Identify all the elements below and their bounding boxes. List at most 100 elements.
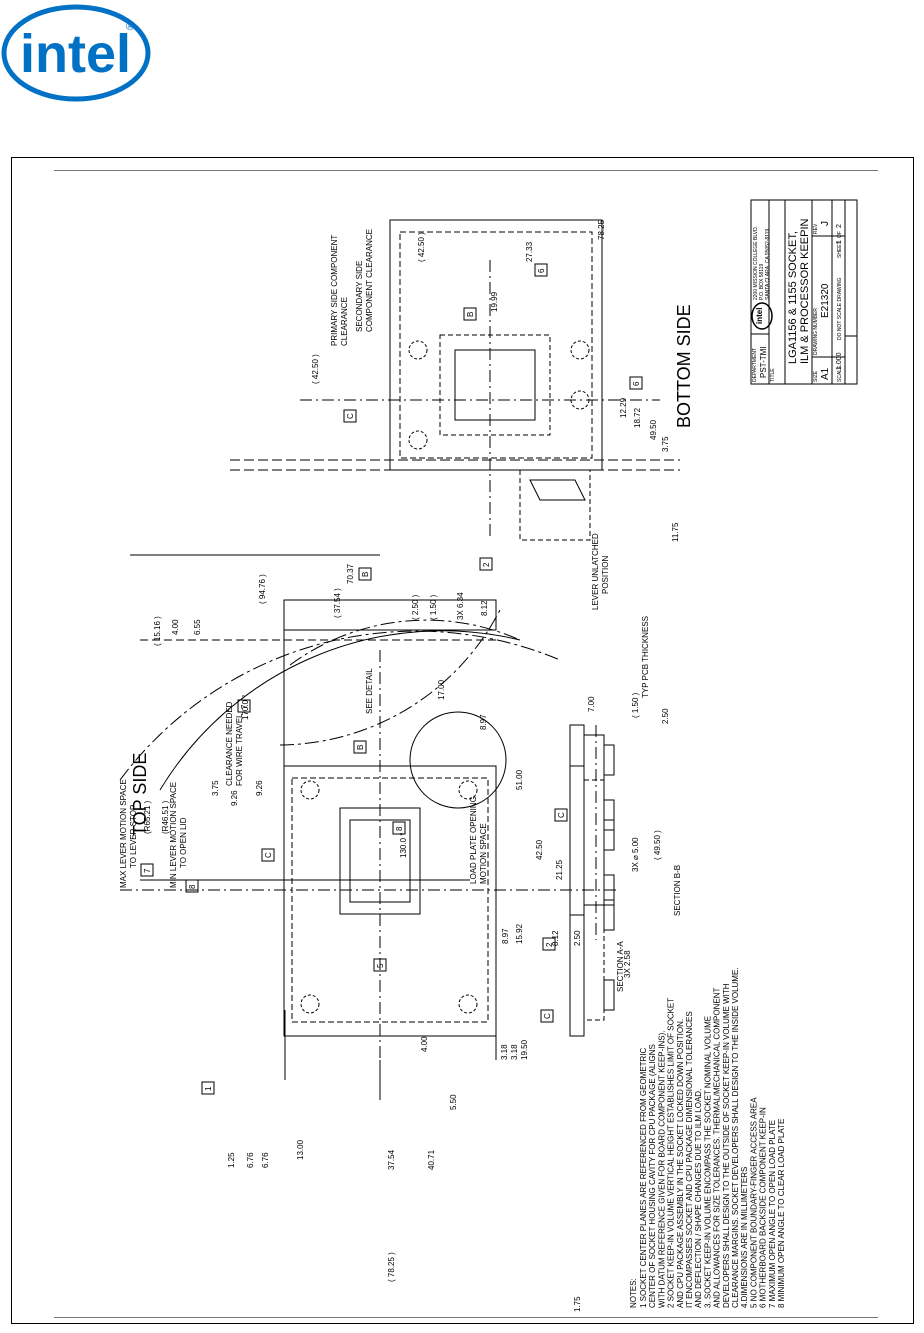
bottom-hole-2 bbox=[408, 430, 428, 450]
bot-dim-12-29: 12.29 bbox=[619, 397, 628, 418]
label-load-plate: LOAD PLATE OPENING bbox=[469, 796, 478, 884]
note-line: 2 SOCKET KEEP-IN VOLUME VERTICAL HEIGHT … bbox=[667, 998, 676, 1308]
dim-6-76-b: 6.76 bbox=[261, 1152, 270, 1168]
tb-department: PST-TMI bbox=[759, 346, 768, 378]
bot-dim-11-75: 11.75 bbox=[671, 522, 680, 542]
callout-label: 7 bbox=[143, 868, 152, 873]
dim-8-97-b: 8.97 bbox=[479, 714, 488, 730]
tb-title-label: TITLE bbox=[770, 368, 776, 382]
tb-intel-logo: intel bbox=[755, 308, 764, 324]
dim-6-76-a: 6.76 bbox=[246, 1152, 255, 1168]
dim-2-50: ( 2.50 ) bbox=[411, 594, 420, 620]
bot-dim-78-25: 78.25 bbox=[597, 219, 606, 240]
bot-dim-42-50-b: ( 42.50 ) bbox=[417, 232, 426, 262]
drawing-frame bbox=[11, 157, 914, 1324]
label-see-detail: SEE DETAIL bbox=[365, 668, 374, 714]
label-min-lever: MIN LEVER MOTION SPACE bbox=[169, 782, 178, 888]
tb-address-3: SANTA CLARA, CA 95052-8119 bbox=[765, 229, 771, 300]
label-position: POSITION bbox=[601, 556, 610, 594]
callout-label: B bbox=[466, 312, 475, 317]
sec-dim-3x-2-58: 3X 2.58 bbox=[623, 950, 632, 978]
dim-37-54: 37.54 bbox=[387, 1149, 396, 1170]
dim-78-25: ( 78.25 ) bbox=[387, 1252, 396, 1282]
callout-box bbox=[343, 409, 357, 423]
sec-dim-7-00: 7.00 bbox=[587, 696, 596, 712]
note-line: CLEARANCE MARGINS. SOCKET DEVELOPERS SHA… bbox=[731, 967, 740, 1308]
dim-17-00: 17.00 bbox=[437, 679, 446, 700]
dim-51-00: 51.00 bbox=[515, 769, 524, 790]
label-lever-unlatched: LEVER UNLATCHED bbox=[591, 533, 600, 610]
lid-arc bbox=[159, 630, 521, 791]
section-aa-pcb bbox=[569, 765, 585, 1037]
dim-4-00: 4.00 bbox=[420, 1036, 429, 1052]
note-line: 8 MINIMUM OPEN ANGLE TO CLEAR LOAD PLATE bbox=[777, 1119, 786, 1308]
dim-4-00-b: 4.00 bbox=[171, 619, 180, 635]
socket-outline bbox=[283, 765, 497, 1037]
dim-40-71: 40.71 bbox=[427, 1149, 436, 1170]
dim-6-55: 6.55 bbox=[193, 619, 202, 635]
tb-sheets: 2 bbox=[836, 224, 843, 228]
label-typ-pcb: TYP PCB THICKNESS bbox=[641, 616, 650, 698]
tb-size: A1 bbox=[820, 367, 831, 380]
mount-hole-4 bbox=[458, 994, 478, 1014]
tb-address-1: 2200 MISSION COLLEGE BLVD. bbox=[753, 226, 759, 300]
section-bb-feat-3 bbox=[603, 874, 615, 906]
dim-170-deg: 170.0 ° bbox=[241, 695, 250, 720]
label-section-bb: SECTION B-B bbox=[673, 865, 682, 916]
logo-registered-mark: ® bbox=[126, 21, 134, 33]
callout-box bbox=[392, 821, 406, 835]
dim-3x-6-34: 3X 6.34 bbox=[456, 592, 465, 620]
dim-3-18-a: 3.18 bbox=[500, 1044, 509, 1060]
notes-list: 1 SOCKET CENTER PLANES ARE REFERENCED FR… bbox=[639, 967, 786, 1308]
callout-label: C bbox=[543, 1013, 552, 1019]
mount-hole-1 bbox=[300, 780, 320, 800]
label-to-lever-stop: TO LEVER STOP bbox=[129, 805, 138, 868]
dim-9-26-b: 9.26 bbox=[255, 780, 264, 796]
max-lever-arc bbox=[289, 619, 521, 666]
note-line: DEVELOPERS SHALL DESIGN TO THE OUTSIDE O… bbox=[722, 983, 731, 1308]
label-secondary-side: SECONDARY SIDE bbox=[355, 261, 364, 332]
callout-label: 8 bbox=[395, 826, 404, 831]
dim-19-50: 19.50 bbox=[520, 1039, 529, 1060]
label-secondary-clearance: COMPONENT CLEARANCE bbox=[365, 229, 374, 332]
detail-circle bbox=[409, 711, 507, 809]
tb-sheet-label: SHEET bbox=[837, 241, 843, 258]
title-block bbox=[750, 199, 858, 385]
callout-label: 6 bbox=[632, 381, 641, 386]
section-bb-socket bbox=[583, 734, 605, 906]
note-line: 3. SOCKET KEEP-IN VOLUME ENCOMPASS THE S… bbox=[703, 1016, 712, 1308]
callout-box bbox=[237, 699, 251, 713]
label-primary-clearance: CLEARANCE bbox=[340, 297, 349, 346]
callout-box bbox=[353, 740, 367, 754]
bot-dim-18-72: 18.72 bbox=[633, 407, 642, 428]
label-clearance-needed: CLEARANCE NEEDED bbox=[225, 701, 234, 786]
sec-dim-21-25: 21.25 bbox=[555, 859, 564, 880]
bottom-hole-1 bbox=[408, 340, 428, 360]
note-line: CENTER OF SOCKET HOUSING CAVITY FOR CPU … bbox=[648, 1044, 657, 1308]
section-aa-feat-1 bbox=[603, 799, 615, 831]
tb-scale: 1.000 bbox=[836, 352, 843, 370]
dim-15-16: ( 15.16 ) bbox=[153, 616, 162, 646]
note-line: 5 NO COMPONENT BOUNDARY-FINGER ACCESS AR… bbox=[749, 1097, 758, 1308]
dim-1-75: 1.75 bbox=[573, 1296, 582, 1312]
tb-scale-label: SCALE: bbox=[837, 364, 843, 382]
dim-37-54-b: ( 37.54 ) bbox=[333, 588, 342, 618]
notes-heading: NOTES: bbox=[629, 1278, 638, 1308]
sec-dim-3x-5-00: 3X ⌀ 5.00 bbox=[631, 837, 640, 872]
callout-box bbox=[261, 848, 275, 862]
dim-1-25: 1.25 bbox=[227, 1152, 236, 1168]
tb-drawing-number: E21320 bbox=[820, 283, 831, 318]
tb-title-line-2: ILM & PROCESSOR KEEPIN bbox=[799, 218, 811, 364]
callout-label: 2 bbox=[482, 562, 491, 567]
callout-box bbox=[542, 937, 556, 951]
callout-label: 7 bbox=[240, 704, 249, 709]
secondary-clearance-box bbox=[439, 334, 551, 436]
callout-box bbox=[201, 1081, 215, 1095]
tb-intel-logo-oval bbox=[751, 302, 773, 330]
bot-dim-42-50-a: ( 42.50 ) bbox=[311, 354, 320, 384]
title-block-border bbox=[750, 199, 858, 385]
dim-8-97-a: 8.97 bbox=[501, 928, 510, 944]
callout-label: 2 bbox=[545, 942, 554, 947]
callout-label: 8 bbox=[188, 884, 197, 889]
